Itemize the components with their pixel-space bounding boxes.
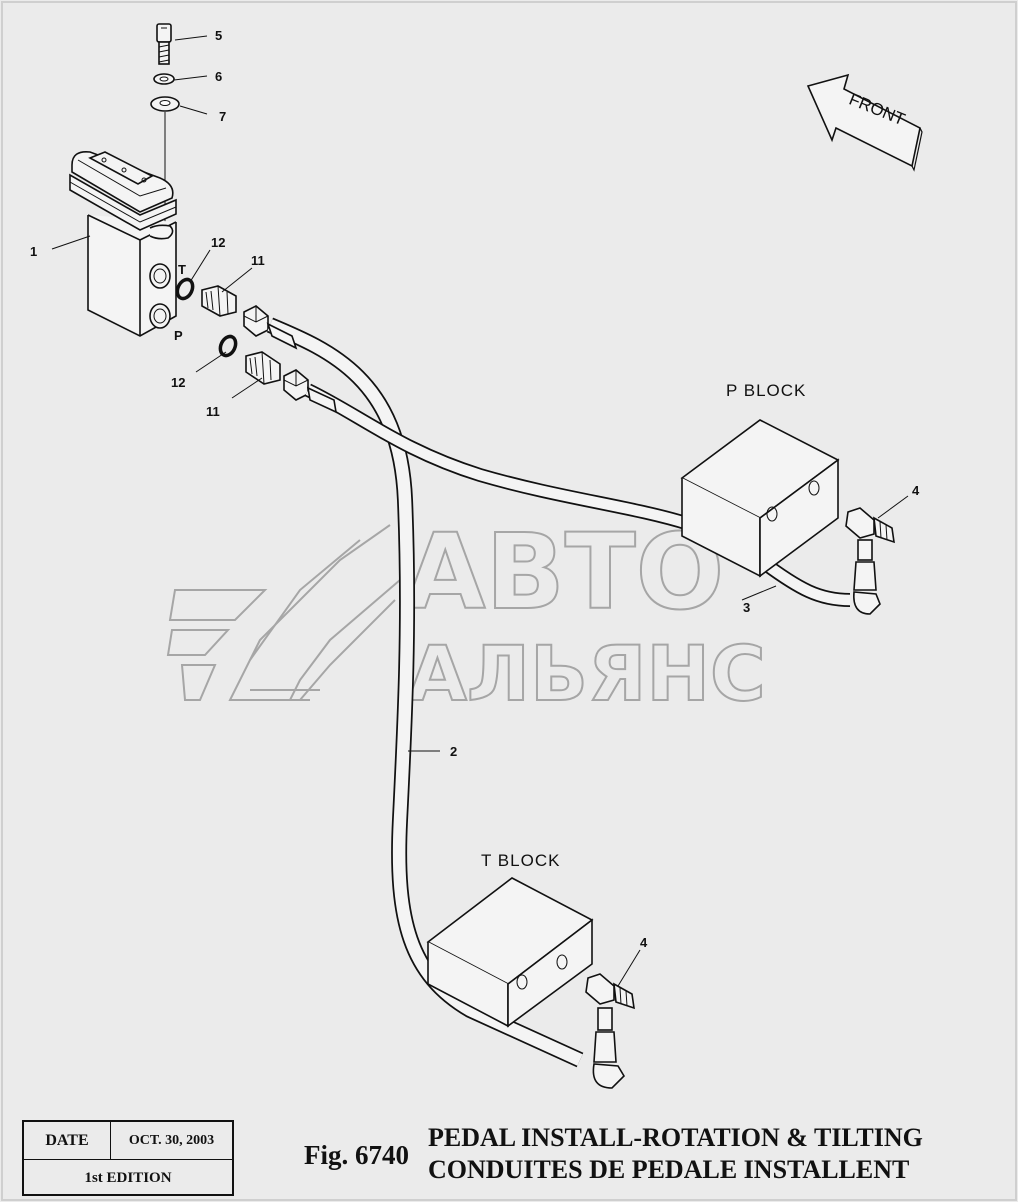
callout-4-t-block: 4 [640, 935, 648, 950]
elbow-fitting-4-p-icon [845, 507, 895, 615]
hose-nut-top-icon [243, 305, 269, 337]
hose-3 [304, 383, 851, 607]
pedal-valve-1-icon [69, 150, 177, 337]
date-label: DATE [24, 1122, 111, 1159]
adapter-11-top-icon [201, 285, 237, 317]
date-value: OCT. 30, 2003 [128, 1132, 215, 1148]
adapter-11-bottom-icon [245, 351, 281, 385]
figure-number: Fig. 6740 [304, 1140, 409, 1170]
leader-lines [51, 35, 909, 987]
figure-title-english: PEDAL INSTALL-ROTATION & TILTING [428, 1123, 923, 1152]
watermark-line2: АЛЬЯНС [408, 629, 766, 718]
callout-12-top: 12 [211, 235, 225, 250]
washer-7-icon [150, 96, 180, 112]
screw-5-icon [156, 23, 172, 65]
callout-12-bottom: 12 [171, 375, 185, 390]
callout-2: 2 [450, 744, 457, 759]
callout-5: 5 [215, 28, 222, 43]
port-label-t: T [178, 262, 186, 277]
callout-6: 6 [215, 69, 222, 84]
elbow-fitting-4-t-icon [585, 973, 635, 1089]
callout-4-p-block: 4 [912, 483, 920, 498]
callout-3: 3 [743, 600, 750, 615]
callout-1: 1 [30, 244, 37, 259]
figure-title-french: CONDUITES DE PEDALE INSTALLENT [428, 1155, 910, 1184]
edition-info-box: DATE OCT. 30, 2003 1st EDITION [22, 1120, 234, 1196]
t-block-icon [426, 877, 594, 1028]
callout-11-top: 11 [251, 253, 265, 268]
hose-nut-bottom-icon [283, 369, 309, 401]
edition-label: 1st EDITION [84, 1170, 172, 1186]
lock-washer-6-icon [153, 73, 175, 85]
t-block-label: T BLOCK [481, 851, 560, 870]
watermark-logo: АВТО АЛЬЯНС [166, 510, 767, 719]
port-label-p: P [174, 328, 183, 343]
watermark-emblem-icon [166, 524, 401, 701]
callout-11-bottom: 11 [206, 404, 220, 419]
front-direction-arrow: FRONT [806, 73, 923, 172]
callout-7: 7 [219, 109, 226, 124]
p-block-label: P BLOCK [726, 381, 806, 400]
figure-title: PEDAL INSTALL-ROTATION & TILTING CONDUIT… [428, 1122, 923, 1186]
hose-2 [266, 317, 584, 1068]
p-block-icon [680, 419, 840, 578]
watermark-line1: АВТО [405, 511, 724, 633]
o-ring-12-top-icon [175, 277, 195, 301]
o-ring-12-bottom-icon [218, 334, 238, 358]
